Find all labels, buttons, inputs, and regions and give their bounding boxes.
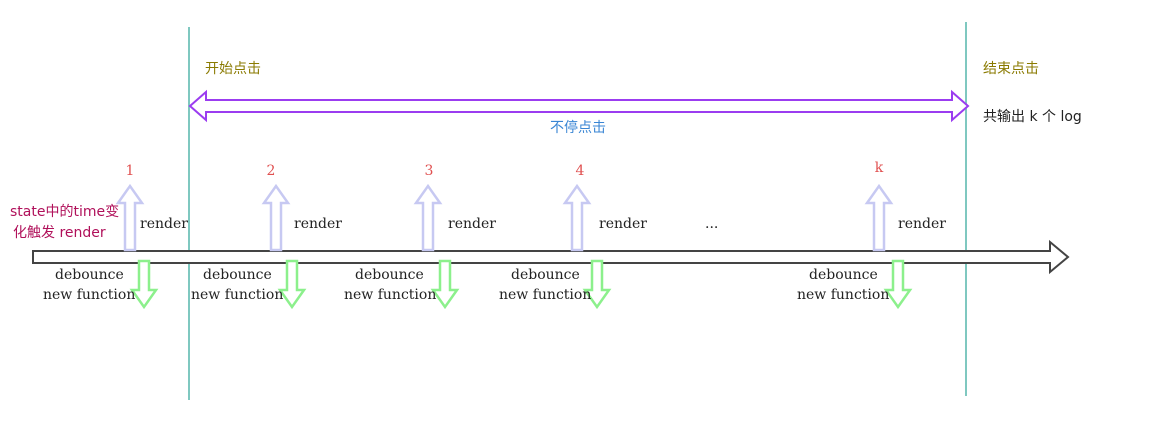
render-up-arrow-1 bbox=[115, 183, 145, 252]
debounce-down-arrow-2 bbox=[277, 259, 307, 310]
new-function-label: new function bbox=[344, 287, 436, 303]
debounce-label: debounce bbox=[355, 267, 424, 283]
new-function-label: new function bbox=[43, 287, 135, 303]
render-label: render bbox=[294, 216, 342, 232]
new-function-label: new function bbox=[499, 287, 591, 303]
render-label: render bbox=[448, 216, 496, 232]
event-number-3: 3 bbox=[425, 163, 434, 179]
continuous-click-label: 不停点击 bbox=[550, 119, 606, 136]
render-up-arrow-4 bbox=[562, 183, 592, 252]
total-log-label: 共输出 k 个 log bbox=[983, 109, 1082, 125]
render-up-arrow-k bbox=[864, 183, 894, 252]
event-number-1: 1 bbox=[126, 163, 135, 179]
continuous-click-arrow bbox=[188, 89, 970, 123]
new-function-label: new function bbox=[191, 287, 283, 303]
render-label: render bbox=[898, 216, 946, 232]
debounce-down-arrow-3 bbox=[430, 259, 460, 310]
debounce-label: debounce bbox=[55, 267, 124, 283]
debounce-label: debounce bbox=[511, 267, 580, 283]
state-change-label-line1: state中的time变 bbox=[10, 204, 119, 220]
render-up-arrow-3 bbox=[413, 183, 443, 252]
ellipsis-label: ... bbox=[705, 216, 718, 232]
timeline-arrow bbox=[32, 239, 1070, 275]
debounce-down-arrow-4 bbox=[582, 259, 612, 310]
start-click-label: 开始点击 bbox=[205, 61, 261, 77]
debounce-label: debounce bbox=[203, 267, 272, 283]
render-label: render bbox=[599, 216, 647, 232]
render-up-arrow-2 bbox=[261, 183, 291, 252]
new-function-label: new function bbox=[797, 287, 889, 303]
debounce-down-arrow-1 bbox=[129, 259, 159, 310]
event-number-k: k bbox=[875, 160, 884, 176]
debounce-down-arrow-k bbox=[883, 259, 913, 310]
state-change-label-line2: 化触发 render bbox=[13, 225, 106, 241]
event-number-2: 2 bbox=[267, 163, 276, 179]
debounce-label: debounce bbox=[809, 267, 878, 283]
event-number-4: 4 bbox=[576, 163, 585, 179]
end-click-label: 结束点击 bbox=[983, 61, 1039, 77]
render-label: render bbox=[140, 216, 188, 232]
